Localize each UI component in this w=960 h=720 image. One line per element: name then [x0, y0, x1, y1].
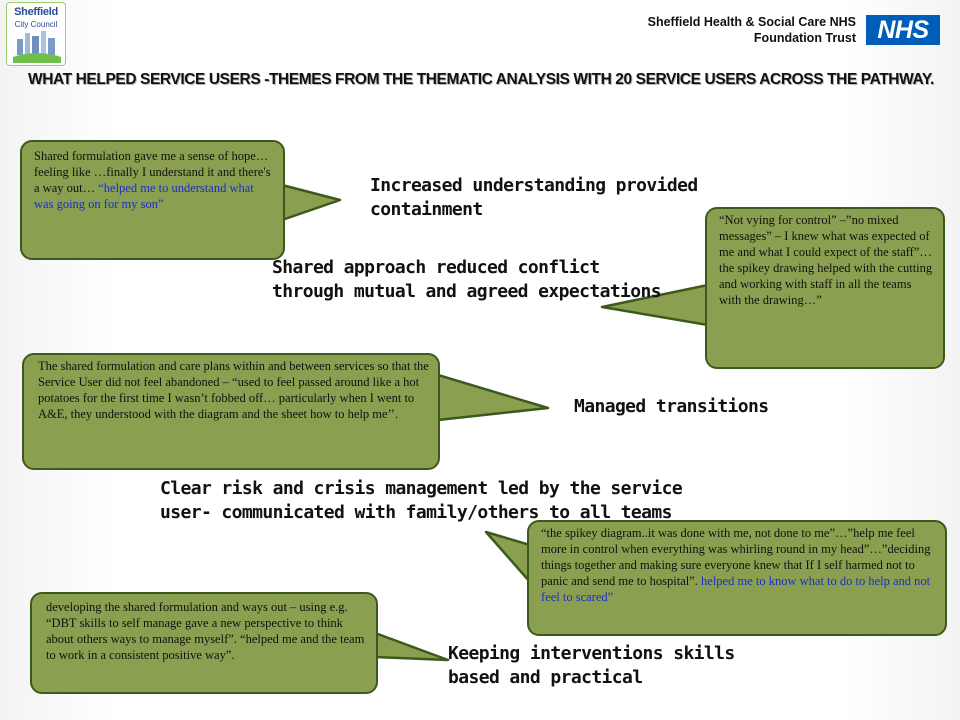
quote-text: “the spikey diagram..it was done with me… [541, 526, 931, 588]
theme-managed-transitions: Managed transitions [574, 396, 769, 417]
quote-text: “Not vying for control” –”no mixed messa… [719, 213, 933, 307]
council-logo-text: Sheffield [14, 6, 58, 18]
council-logo-subtext: City Council [14, 20, 58, 29]
quote-bubble-care-plans: The shared formulation and care plans wi… [22, 353, 440, 470]
theme-shared-approach: Shared approach reduced conflict through… [272, 257, 662, 302]
theme-increased-understanding: Increased understanding provided contain… [370, 175, 698, 220]
bubble-tail-3 [436, 373, 550, 422]
trust-name-line2: Foundation Trust [753, 31, 856, 45]
bubble-tail-5 [373, 631, 450, 662]
bubble-tail-4 [484, 530, 532, 584]
quote-text: The shared formulation and care plans wi… [38, 359, 429, 421]
city-skyline-icon [13, 31, 61, 63]
trust-name-line1: Sheffield Health & Social Care NHS [647, 15, 856, 29]
quote-bubble-formulation-hope: Shared formulation gave me a sense of ho… [20, 140, 285, 260]
quote-text: developing the shared formulation and wa… [46, 600, 365, 662]
quote-highlight: “helped me to understand what was going … [34, 181, 254, 211]
theme-keeping-interventions: Keeping interventions skills based and p… [448, 643, 735, 688]
trust-name: Sheffield Health & Social Care NHS Found… [536, 14, 856, 46]
quote-bubble-no-mixed-messages: “Not vying for control” –”no mixed messa… [705, 207, 945, 369]
theme-risk-crisis-management: Clear risk and crisis management led by … [160, 478, 683, 523]
quote-text: Shared formulation gave me a sense of ho… [34, 149, 271, 195]
quote-bubble-dbt-skills: developing the shared formulation and wa… [30, 592, 378, 694]
page-title: WHAT HELPED SERVICE USERS -THEMES FROM T… [28, 71, 934, 88]
quote-bubble-spikey-diagram: “the spikey diagram..it was done with me… [527, 520, 947, 636]
quote-highlight: helped me to know what to do to help and… [541, 574, 931, 604]
bubble-tail-1 [280, 183, 342, 222]
nhs-logo: NHS [866, 15, 940, 45]
sheffield-city-council-logo: Sheffield City Council [6, 2, 66, 66]
